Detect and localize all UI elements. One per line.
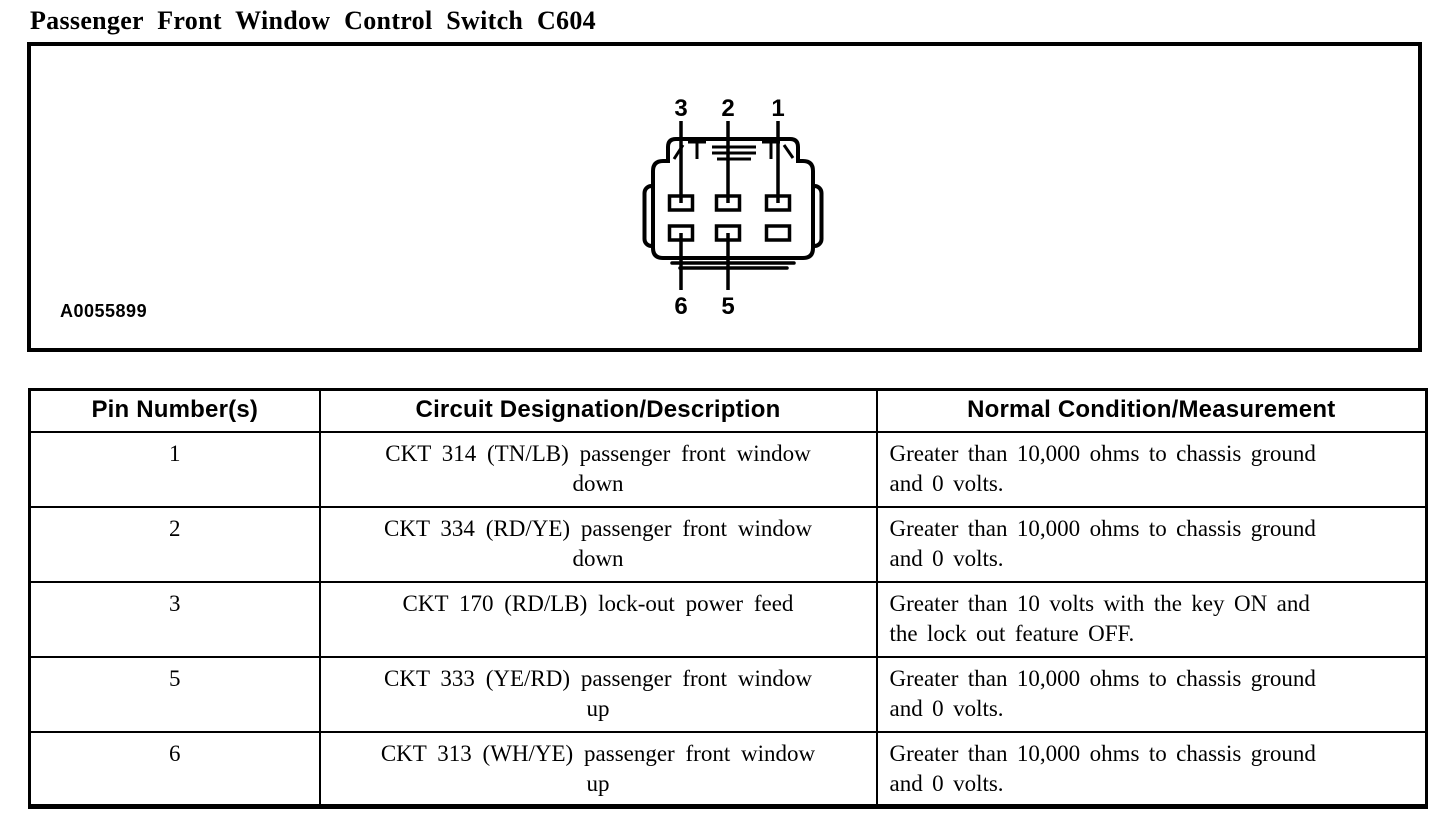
condition-cell: Greater than 10,000 ohms to chassis grou… bbox=[875, 430, 1428, 508]
condition-cell: Greater than 10 volts with the key ON an… bbox=[875, 580, 1428, 658]
table-row-pin-3: 3 CKT 170 (RD/LB) lock-out power feed Gr… bbox=[28, 580, 1428, 658]
connector-diagram: 3 2 1 6 5 bbox=[642, 95, 824, 320]
latch-detail bbox=[672, 140, 795, 161]
condition-line: Greater than 10,000 ohms to chassis grou… bbox=[889, 515, 1316, 541]
pin-number-cell: 5 bbox=[28, 655, 321, 733]
condition-line: and 0 volts. bbox=[889, 546, 1004, 572]
condition-line: Greater than 10,000 ohms to chassis grou… bbox=[889, 665, 1316, 691]
table-row-pin-2: 2 CKT 334 (RD/YE) passenger front window… bbox=[28, 505, 1428, 583]
condition-line: and 0 volts. bbox=[889, 471, 1004, 497]
header-circuit-designation: Circuit Designation/Description bbox=[318, 388, 878, 433]
circuit-line: CKT 334 (RD/YE) passenger front window bbox=[384, 515, 812, 541]
condition-line: and 0 volts. bbox=[889, 771, 1004, 797]
page-title: Passenger Front Window Control Switch C6… bbox=[30, 6, 596, 35]
circuit-cell: CKT 170 (RD/LB) lock-out power feed bbox=[318, 580, 878, 658]
table-row-pin-6: 6 CKT 313 (WH/YE) passenger front window… bbox=[28, 730, 1428, 808]
header-row: Pin Number(s) Circuit Designation/Descri… bbox=[28, 388, 1428, 433]
pin-5-label: 5 bbox=[721, 293, 734, 320]
figure-id-label: A0055899 bbox=[60, 301, 148, 321]
header-normal-condition: Normal Condition/Measurement bbox=[875, 388, 1428, 433]
table-row-pin-1: 1 CKT 314 (TN/LB) passenger front window… bbox=[28, 430, 1428, 508]
circuit-line: down bbox=[572, 471, 624, 497]
connector-base-edge bbox=[670, 261, 796, 270]
pin-number-cell: 3 bbox=[28, 580, 321, 658]
circuit-cell: CKT 334 (RD/YE) passenger front window d… bbox=[318, 505, 878, 583]
condition-line: the lock out feature OFF. bbox=[889, 621, 1135, 647]
pin-table-body: 1 CKT 314 (TN/LB) passenger front window… bbox=[28, 430, 1428, 808]
pin-2-label: 2 bbox=[721, 95, 734, 122]
pin-table: Pin Number(s) Circuit Designation/Descri… bbox=[28, 388, 1428, 809]
header-pin-numbers: Pin Number(s) bbox=[28, 388, 321, 433]
circuit-cell: CKT 333 (YE/RD) passenger front window u… bbox=[318, 655, 878, 733]
circuit-line: down bbox=[572, 546, 624, 572]
pin-3-label: 3 bbox=[674, 95, 687, 122]
pin-number-cell: 2 bbox=[28, 505, 321, 583]
condition-line: and 0 volts. bbox=[889, 696, 1004, 722]
condition-cell: Greater than 10,000 ohms to chassis grou… bbox=[875, 505, 1428, 583]
pin-leader-lines bbox=[679, 121, 780, 290]
circuit-line: CKT 333 (YE/RD) passenger front window bbox=[384, 665, 812, 691]
connector-figure-box: 3 2 1 6 5 A0055899 bbox=[27, 42, 1422, 352]
pin-number-cell: 6 bbox=[28, 730, 321, 808]
circuit-line: up bbox=[586, 696, 610, 722]
condition-cell: Greater than 10,000 ohms to chassis grou… bbox=[875, 655, 1428, 733]
circuit-cell: CKT 313 (WH/YE) passenger front window u… bbox=[318, 730, 878, 808]
circuit-line: up bbox=[586, 771, 610, 797]
condition-cell: Greater than 10,000 ohms to chassis grou… bbox=[875, 730, 1428, 808]
pin-table-header: Pin Number(s) Circuit Designation/Descri… bbox=[28, 388, 1428, 433]
table-row-pin-5: 5 CKT 333 (YE/RD) passenger front window… bbox=[28, 655, 1428, 733]
pin-slot-unlabeled bbox=[764, 224, 792, 242]
pin-1-label: 1 bbox=[771, 95, 784, 122]
pin-number-cell: 1 bbox=[28, 430, 321, 508]
circuit-line: CKT 313 (WH/YE) passenger front window bbox=[380, 740, 816, 766]
condition-line: Greater than 10 volts with the key ON an… bbox=[889, 590, 1310, 616]
circuit-line: CKT 314 (TN/LB) passenger front window bbox=[385, 440, 811, 466]
pin-6-label: 6 bbox=[674, 293, 687, 320]
circuit-cell: CKT 314 (TN/LB) passenger front window d… bbox=[318, 430, 878, 508]
circuit-line: CKT 170 (RD/LB) lock-out power feed bbox=[402, 590, 794, 616]
condition-line: Greater than 10,000 ohms to chassis grou… bbox=[889, 740, 1316, 766]
condition-line: Greater than 10,000 ohms to chassis grou… bbox=[889, 440, 1316, 466]
